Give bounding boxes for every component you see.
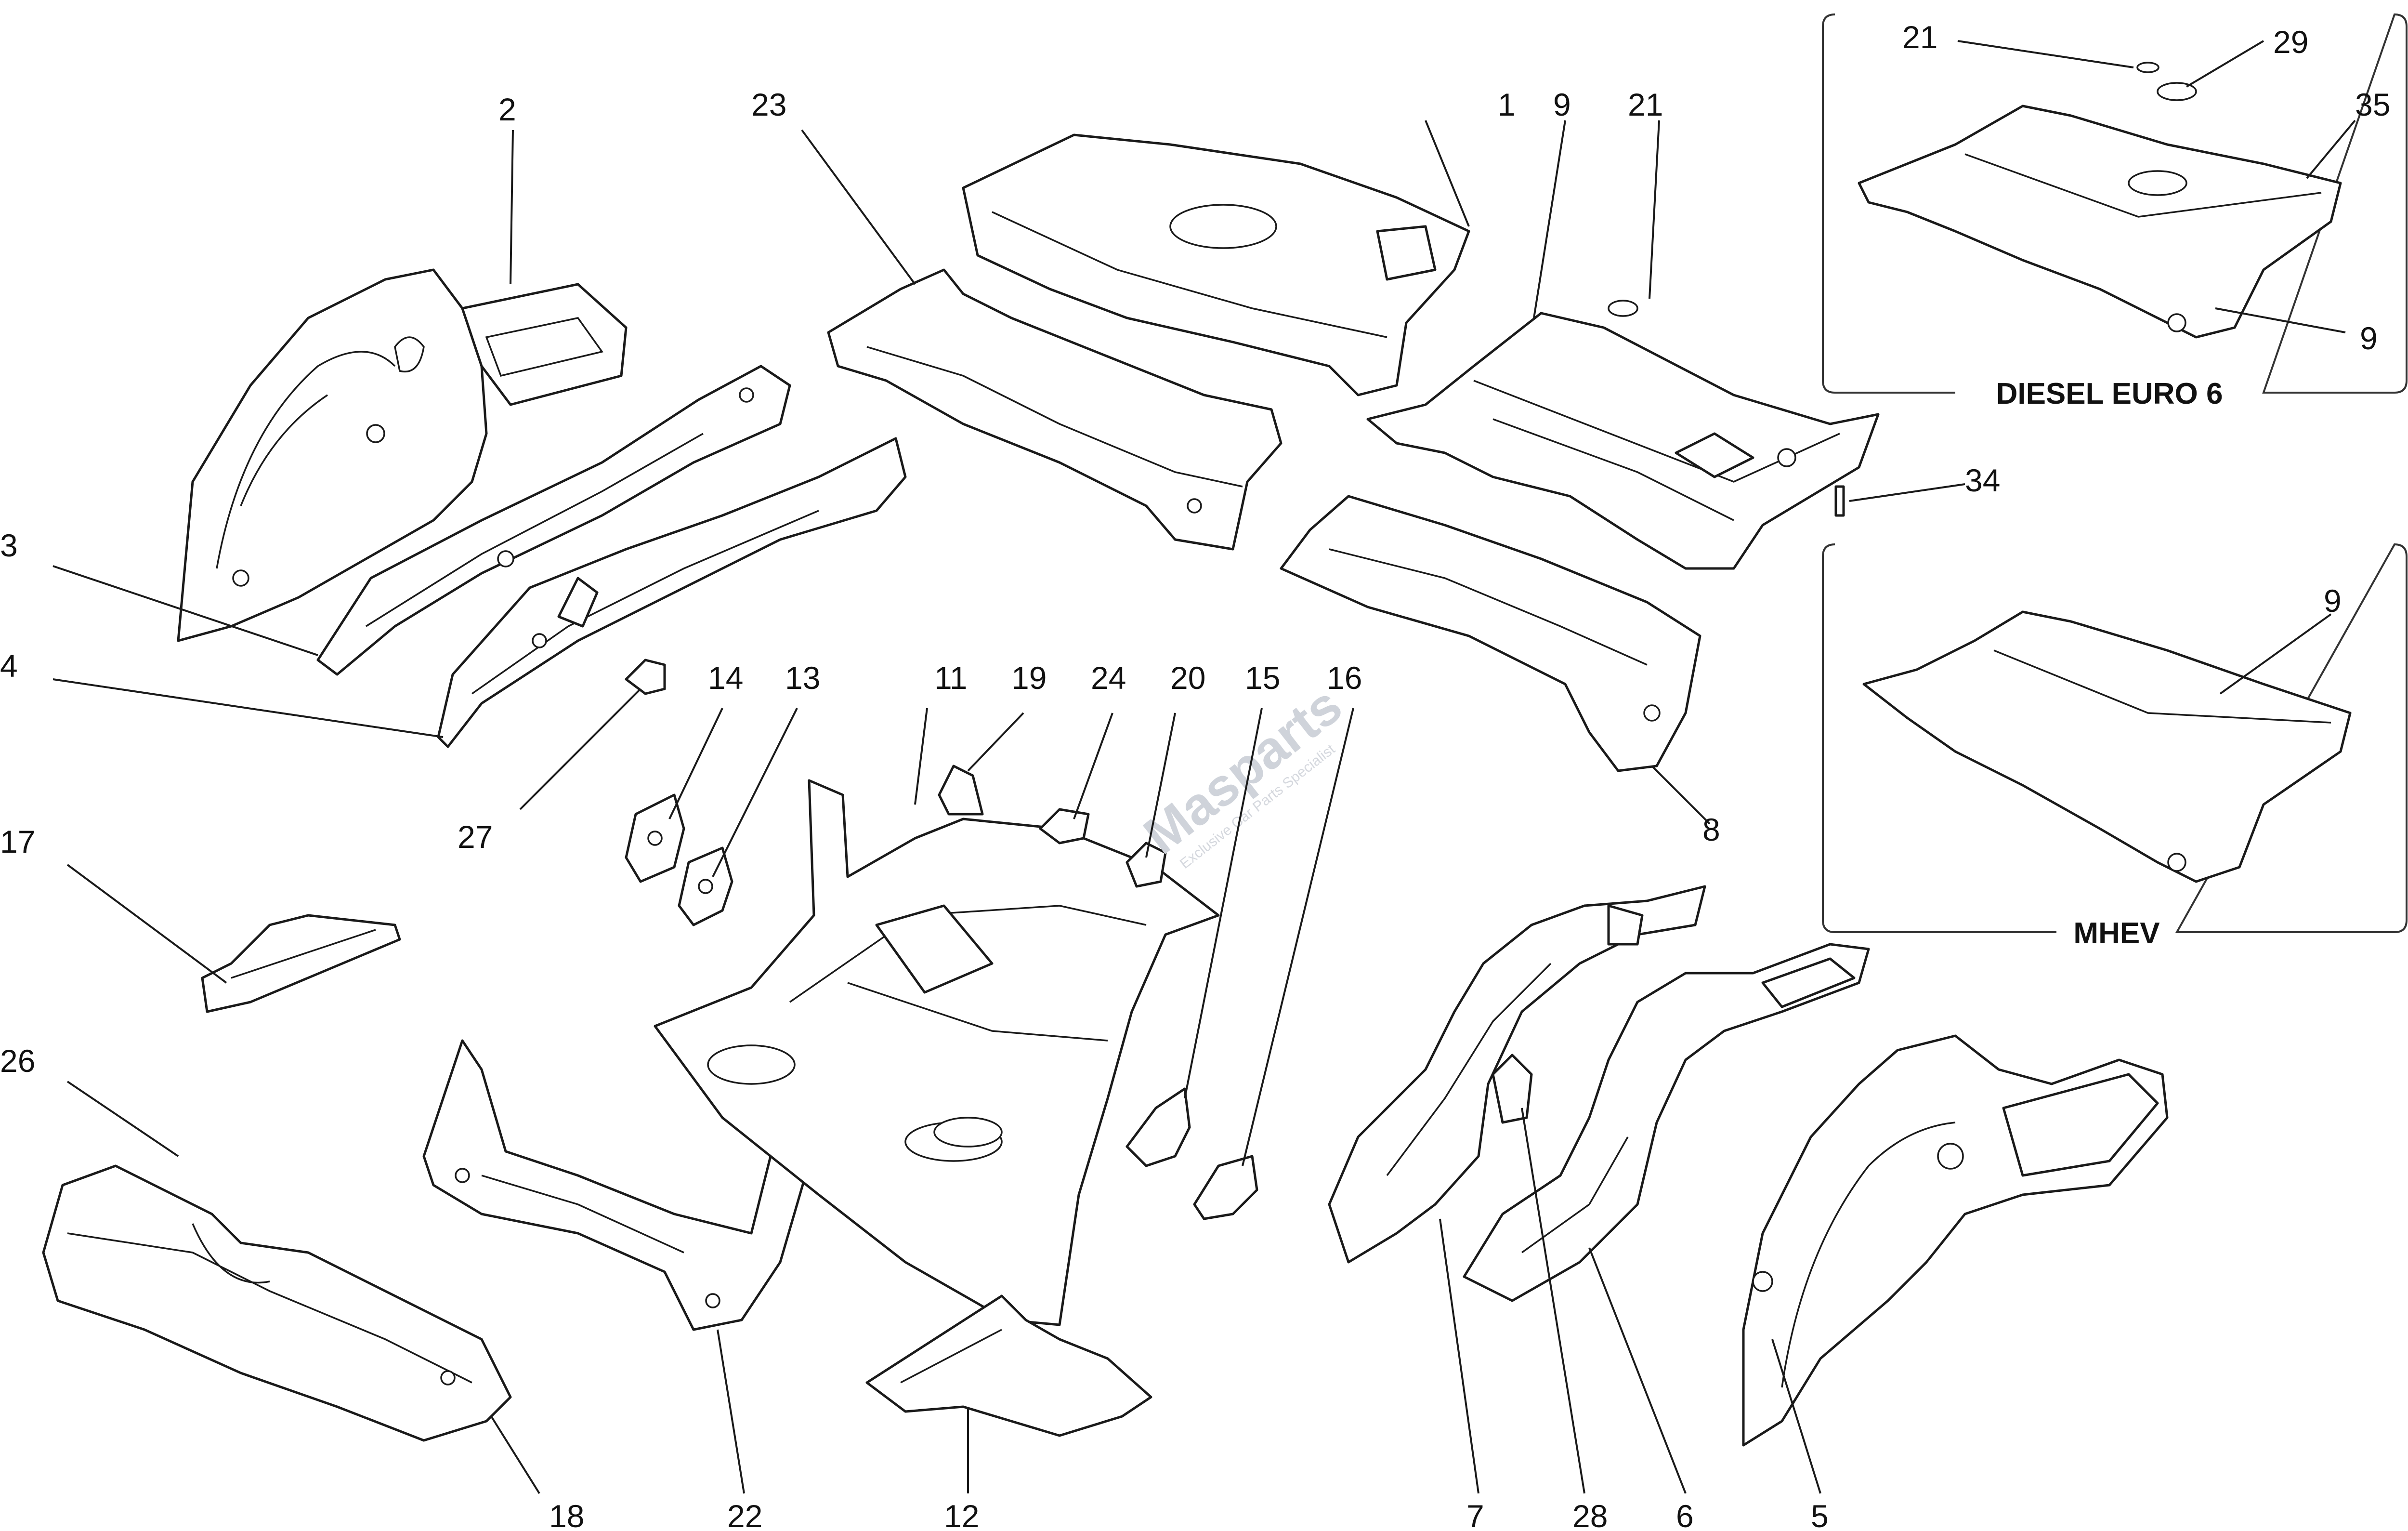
inset-label-diesel: DIESEL EURO 6 — [1996, 377, 2223, 410]
part-2-wheel-arch — [177, 268, 628, 642]
callout-14: 15 — [1245, 660, 1280, 696]
callout-17: 12 — [944, 1498, 979, 1531]
callout-28: 28 — [1572, 1498, 1608, 1531]
callout-21: 21 — [1628, 87, 1663, 122]
part-27-clip — [625, 659, 666, 695]
part-14-bracket — [1125, 1087, 1191, 1167]
callout-6: 6 — [1676, 1498, 1694, 1531]
callout-5: 5 — [1811, 1498, 1829, 1531]
callout-22: 23 — [751, 87, 786, 122]
callout-11: 11 — [934, 660, 968, 696]
part-23-bracket — [1039, 808, 1090, 845]
inset-diesel-callout-35: 35 — [2355, 87, 2390, 122]
callout-9: 9 — [1553, 87, 1571, 122]
part-17-floor-section — [865, 1294, 1152, 1437]
watermark-brand: Masparts — [1133, 675, 1353, 865]
callout-1: 1 — [1498, 87, 1516, 122]
part-13-bracket — [625, 793, 685, 883]
part-18-floor-member — [42, 1164, 512, 1442]
inset-mhev: MHEV — [1822, 543, 2408, 950]
callout-15: 16 — [1327, 660, 1362, 696]
part-5-wheel-arch — [1742, 1034, 2169, 1447]
part-28-plate — [1492, 1054, 1533, 1124]
callout-24: 22 — [727, 1498, 762, 1531]
part-24-crossmember — [422, 1039, 815, 1331]
part-9-floor-tub — [1366, 300, 1880, 570]
inset-diesel-euro-6: DIESEL EURO 6 — [1822, 13, 2408, 410]
callout-18: 18 — [549, 1498, 584, 1531]
inset-diesel-callout-29: 29 — [2273, 24, 2308, 60]
callout-26: 26 — [0, 1043, 35, 1079]
callout-7: 7 — [1466, 1498, 1484, 1531]
part-4-rear-rail — [437, 437, 907, 748]
inset-label-mhev: MHEV — [2073, 917, 2159, 950]
part-20-bracket — [1125, 842, 1167, 888]
part-19-bracket — [938, 765, 984, 816]
callout-20: 20 — [1170, 660, 1205, 696]
inset-diesel-callout-21: 21 — [1902, 19, 1937, 55]
inset-diesel-callout-9: 9 — [2360, 320, 2378, 356]
callout-2: 2 — [498, 92, 516, 127]
part-8-crossmember — [1280, 495, 1701, 772]
leader-lines — [52, 40, 2356, 1494]
callout-34: 34 — [1965, 462, 2000, 498]
part-3-rear-rail — [316, 365, 791, 676]
callout-19: 19 — [1011, 660, 1047, 696]
part-15-bracket — [1193, 1155, 1258, 1220]
callout-numbers: 2 23 1 9 21 3 4 27 14 13 11 19 24 20 15 … — [0, 19, 2390, 1531]
callout-3: 3 — [0, 528, 18, 563]
callout-4: 4 — [0, 648, 18, 684]
part-34-pin — [1834, 485, 1845, 517]
callout-8: 8 — [1702, 812, 1720, 847]
callout-27: 27 — [458, 819, 493, 855]
part-1-parcel-shelf — [962, 133, 1470, 396]
part-7-inner-panel — [1328, 885, 1706, 1264]
part-6-outer-panel — [1463, 943, 1870, 1302]
part-22-crossmember — [827, 268, 1283, 551]
callout-13: 14 — [708, 660, 743, 696]
part-11-floor-pan — [654, 779, 1220, 1326]
part-16-channel — [201, 914, 401, 1013]
part-12-bracket — [678, 846, 733, 926]
callout-23: 24 — [1091, 660, 1126, 696]
callout-12: 13 — [785, 660, 820, 696]
callout-16: 17 — [0, 824, 35, 859]
inset-mhev-callout-9: 9 — [2324, 583, 2342, 619]
